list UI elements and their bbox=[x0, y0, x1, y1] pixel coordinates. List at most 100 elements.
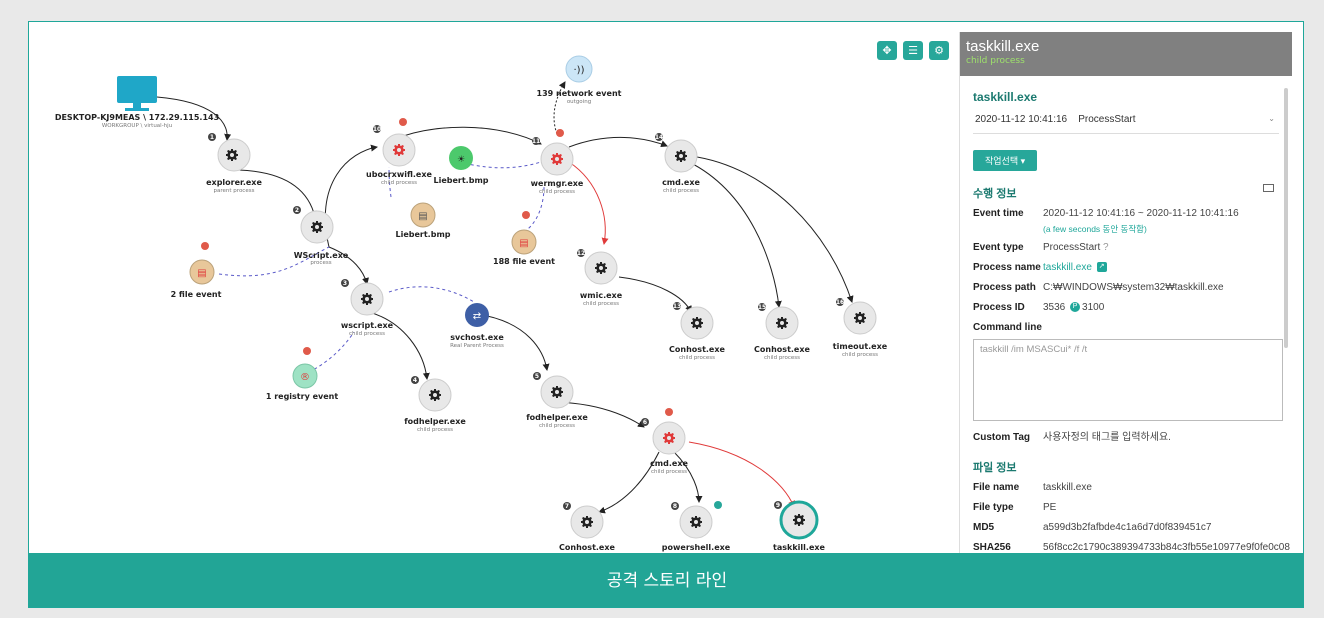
node-label: ubocrxwifl.exe bbox=[366, 170, 432, 179]
file-name-link[interactable]: taskkill.exe bbox=[1043, 482, 1092, 493]
node-label: wscript.exe bbox=[341, 321, 394, 330]
panel-scrollbar[interactable] bbox=[1284, 88, 1288, 348]
document-icon: ▤ bbox=[418, 211, 427, 222]
process-node-powershell[interactable]: 8 powershell.exe bbox=[662, 501, 731, 552]
process-gear-icon bbox=[551, 386, 563, 398]
node-sub: parent process bbox=[214, 188, 255, 194]
event-time-value: 2020-11-12 10:41:16 ~ 2020-11-12 10:41:1… bbox=[1043, 208, 1239, 219]
plus-icon[interactable] bbox=[714, 501, 722, 509]
process-gear-icon bbox=[776, 317, 788, 329]
event-time-label: Event time bbox=[973, 208, 1024, 219]
registry-icon: ® bbox=[300, 372, 310, 383]
settings-button[interactable]: ⚙ bbox=[929, 41, 949, 60]
process-node-cmd-1[interactable]: 14 cmd.exe child process bbox=[655, 133, 701, 194]
svg-text:8: 8 bbox=[673, 503, 677, 510]
host-name: DESKTOP-KJ9MEAS \ 172.29.115.143 bbox=[55, 113, 219, 122]
footer-caption: 공격 스토리 라인 bbox=[29, 553, 1303, 607]
process-node-conhost-2[interactable]: 15 Conhost.exe child process bbox=[754, 303, 811, 361]
svg-text:15: 15 bbox=[758, 304, 766, 311]
panel-title: taskkill.exe bbox=[966, 38, 1040, 55]
process-node-cmd-2[interactable]: 6 cmd.exe child process bbox=[641, 408, 689, 475]
sha256-value-1: 56f8cc2c1790c389394733b84c3fb55e10977e9f… bbox=[1043, 542, 1290, 553]
process-node-conhost-b[interactable]: 7 Conhost.exe bbox=[559, 502, 616, 552]
node-label: fodhelper.exe bbox=[404, 417, 466, 426]
node-label: wmic.exe bbox=[580, 291, 623, 300]
md5-label: MD5 bbox=[973, 522, 995, 533]
process-gear-icon bbox=[551, 153, 563, 165]
svg-text:1: 1 bbox=[210, 134, 214, 141]
process-node-wscript-main[interactable]: 2 WScript.exe process bbox=[293, 206, 349, 266]
file-event-node-188[interactable]: ▤ 188 file event bbox=[493, 211, 555, 266]
event-type-label: Event type bbox=[973, 242, 1024, 253]
process-gear-icon bbox=[690, 516, 702, 528]
external-link-icon[interactable]: ↗ bbox=[1096, 262, 1107, 273]
process-gear-icon bbox=[429, 389, 441, 401]
process-gear-icon bbox=[691, 317, 703, 329]
process-node-timeout[interactable]: 16 timeout.exe child process bbox=[833, 298, 888, 358]
node-sub: child process bbox=[764, 355, 800, 361]
file-event-node-2[interactable]: ▤ 2 file event bbox=[171, 242, 222, 299]
list-icon[interactable] bbox=[1263, 184, 1274, 192]
process-gear-icon bbox=[675, 150, 687, 162]
move-button[interactable]: ✥ bbox=[877, 41, 897, 60]
node-label: 188 file event bbox=[493, 257, 555, 266]
process-node-wscript-child[interactable]: 3 wscript.exe child process bbox=[341, 279, 394, 337]
process-node-taskkill[interactable]: 9 taskkill.exe bbox=[773, 500, 826, 552]
alert-icon bbox=[399, 118, 407, 126]
exec-info-heading: 수행 정보 bbox=[973, 188, 1017, 200]
parent-badge-icon: P bbox=[1070, 302, 1081, 313]
custom-tag-input[interactable]: 사용자정의 태그를 입력하세요. bbox=[1043, 432, 1171, 443]
svg-text:5: 5 bbox=[535, 373, 539, 380]
node-label: Liebert.bmp bbox=[395, 230, 450, 239]
graph-canvas: DESKTOP-KJ9MEAS \ 172.29.115.143 WORKGRO… bbox=[55, 55, 888, 552]
action-select-button[interactable]: 작업선택 ▾ bbox=[973, 150, 1038, 171]
event-duration-note: (a few seconds 동안 동작함) bbox=[1043, 224, 1147, 234]
node-label: Liebert.bmp bbox=[433, 176, 488, 185]
registry-event-node[interactable]: ® 1 registry event bbox=[266, 347, 338, 401]
process-graph[interactable]: DESKTOP-KJ9MEAS \ 172.29.115.143 WORKGRO… bbox=[29, 22, 959, 554]
process-node-fodhelper-1[interactable]: 4 fodhelper.exe child process bbox=[404, 376, 466, 433]
help-icon[interactable]: ? bbox=[1103, 242, 1109, 253]
command-line-box[interactable]: taskkill /im MSASCui* /f /t bbox=[973, 339, 1283, 421]
alert-icon bbox=[522, 211, 530, 219]
event-selector[interactable]: 2020-11-12 10:41:16 ProcessStart ⌄ bbox=[973, 110, 1279, 134]
action-select-label: 작업선택 bbox=[985, 156, 1019, 166]
graph-edges bbox=[156, 81, 854, 514]
node-label: cmd.exe bbox=[662, 178, 700, 187]
list-view-button[interactable]: ☰ bbox=[903, 41, 923, 60]
process-node-svchost[interactable]: ⇄ svchost.exe Real Parent Process bbox=[450, 303, 504, 349]
md5-link[interactable]: a599d3b2fafbde4c1a6d7d0f839451c7 bbox=[1043, 522, 1212, 533]
node-sub: child process bbox=[583, 301, 619, 307]
custom-tag-label: Custom Tag bbox=[973, 432, 1031, 443]
node-label: 139 network event bbox=[537, 89, 622, 98]
node-label: taskkill.exe bbox=[773, 543, 825, 552]
file-node-liebert[interactable]: ▤ Liebert.bmp bbox=[395, 202, 451, 239]
node-label: wermgr.exe bbox=[531, 179, 584, 188]
network-node-liebert[interactable]: ☀ Liebert.bmp bbox=[433, 146, 489, 185]
move-icon: ✥ bbox=[882, 44, 892, 57]
node-label: cmd.exe bbox=[650, 459, 688, 468]
node-label: WScript.exe bbox=[294, 251, 349, 260]
file-name-label: File name bbox=[973, 482, 1020, 493]
svg-text:7: 7 bbox=[565, 503, 569, 510]
node-sub: child process bbox=[539, 189, 575, 195]
process-gear-icon bbox=[226, 149, 238, 161]
wifi-icon: ·)) bbox=[574, 65, 585, 76]
alert-icon bbox=[303, 347, 311, 355]
network-event-node[interactable]: ·)) 139 network event outgoing bbox=[537, 55, 622, 105]
node-sub: outgoing bbox=[567, 99, 591, 105]
process-node-conhost-1[interactable]: 13 Conhost.exe child process bbox=[669, 302, 726, 361]
process-node-wermgr[interactable]: 11 wermgr.exe child process bbox=[531, 129, 584, 195]
host-node[interactable]: DESKTOP-KJ9MEAS \ 172.29.115.143 WORKGRO… bbox=[55, 76, 219, 129]
process-node-wmic[interactable]: 12 wmic.exe child process bbox=[577, 249, 623, 307]
process-node-explorer[interactable]: 1 explorer.exe parent process bbox=[206, 133, 262, 194]
gear-icon: ⚙ bbox=[934, 44, 944, 57]
process-name-link[interactable]: taskkill.exe bbox=[1043, 262, 1092, 273]
process-node-fodhelper-2[interactable]: 5 fodhelper.exe child process bbox=[526, 372, 588, 429]
network-icon: ☀ bbox=[457, 155, 465, 165]
alert-icon bbox=[201, 242, 209, 250]
process-node-ubocrxwifl[interactable]: 10 ubocrxwifl.exe child process bbox=[366, 118, 433, 186]
node-label: Conhost.exe bbox=[559, 543, 615, 552]
node-sub: Real Parent Process bbox=[450, 343, 504, 349]
file-info-heading: 파일 정보 bbox=[973, 462, 1017, 474]
